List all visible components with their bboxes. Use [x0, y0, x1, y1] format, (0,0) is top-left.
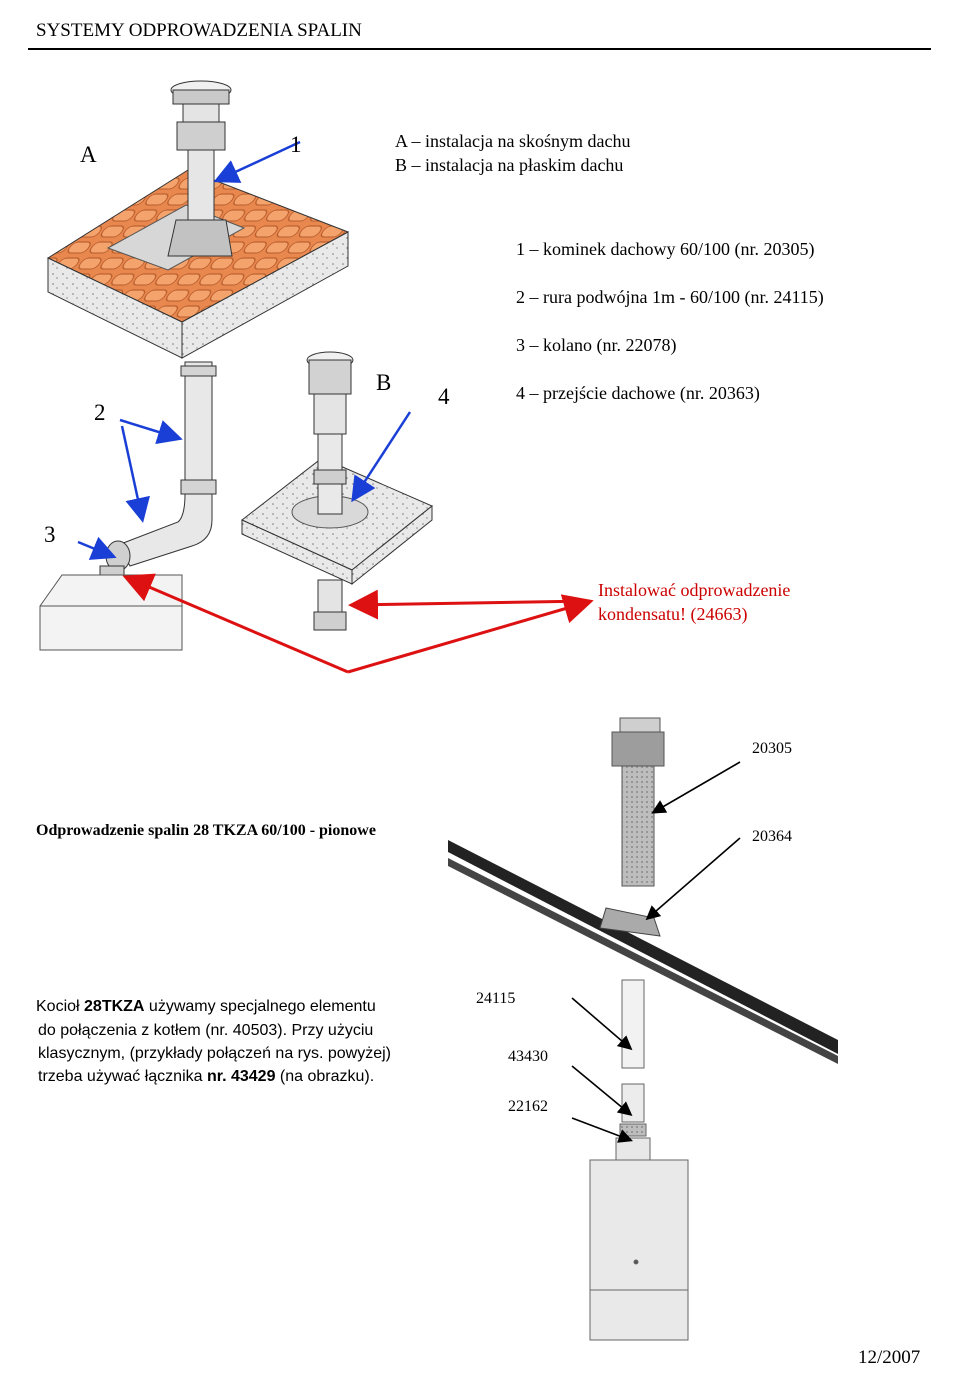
page-title: SYSTEMY ODPROWADZENIA SPALIN	[36, 20, 362, 41]
code-20364: 20364	[752, 828, 792, 845]
code-22162: 22162	[508, 1098, 548, 1115]
legend-a: A – instalacja na skośnym dachu	[395, 131, 631, 151]
label-2: 2	[94, 400, 106, 425]
code-43430: 43430	[508, 1048, 548, 1065]
label-3: 3	[44, 522, 56, 547]
legend-b: B – instalacja na płaskim dachu	[395, 155, 624, 175]
double-pipe	[99, 361, 217, 609]
section2-title: Odprowadzenie spalin 28 TKZA 60/100 - pi…	[36, 822, 376, 839]
condensate-note-line2: kondensatu! (24663)	[598, 604, 748, 624]
paragraph-line4: trzeba używać łącznika nr. 43429 (na obr…	[38, 1068, 375, 1085]
section3-arrows	[571, 997, 633, 1143]
legend-item-4: 4 – przejście dachowe (nr. 20363)	[516, 383, 760, 403]
label-4: 4	[438, 384, 450, 409]
paragraph-line1: Kocioł 28TKZA używamy specjalnego elemen…	[36, 998, 376, 1016]
code-20305: 20305	[752, 740, 792, 757]
header-rule	[28, 48, 931, 50]
callout-arrows-blue	[77, 140, 412, 560]
label-a: A	[80, 142, 97, 167]
label-1: 1	[290, 132, 302, 157]
condensate-arrows	[122, 573, 594, 674]
paragraph-line2: do połączenia z kotłem (nr. 40503). Przy…	[38, 1022, 374, 1039]
boiler-a	[39, 574, 183, 651]
paragraph-line1-text: Kocioł 28TKZA używamy specjalnego elemen…	[36, 998, 376, 1015]
legend-item-1: 1 – kominek dachowy 60/100 (nr. 20305)	[516, 239, 815, 259]
code-24115: 24115	[476, 990, 516, 1007]
bold-term: nr. 43429	[206, 1068, 276, 1085]
section2-arrows	[645, 761, 741, 921]
paragraph-line3: klasycznym, (przykłady połączeń na rys. …	[38, 1045, 392, 1062]
roof-flue-b	[306, 351, 354, 631]
footer-date: 12/2007	[858, 1347, 921, 1368]
roof-flue-a	[167, 80, 233, 257]
sloped-roof-section	[448, 717, 838, 1064]
boiler-stack	[589, 979, 689, 1341]
bold-term: 28TKZA	[84, 998, 145, 1015]
label-b: B	[376, 370, 392, 395]
legend-item-3: 3 – kolano (nr. 22078)	[516, 335, 677, 355]
condensate-note-line1: Instalować odprowadzenie	[598, 580, 791, 600]
legend-item-2: 2 – rura podwójna 1m - 60/100 (nr. 24115…	[516, 287, 824, 307]
